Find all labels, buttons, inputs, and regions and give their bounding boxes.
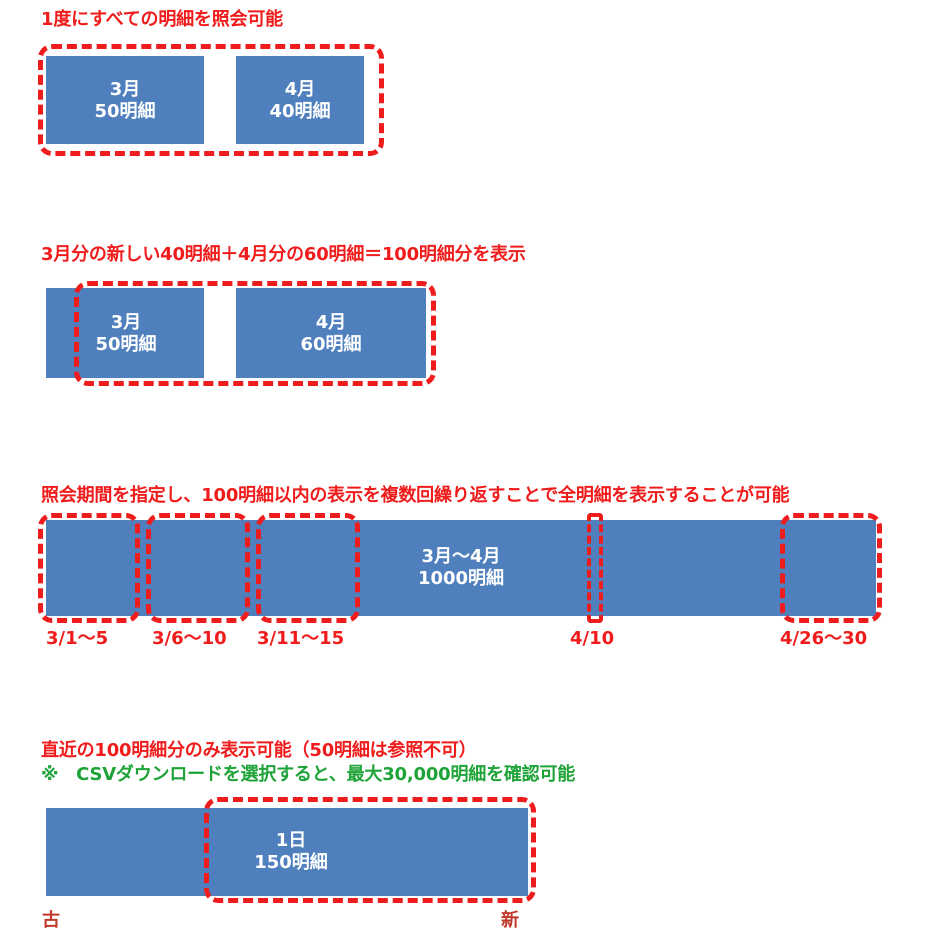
section4-heading: 直近の100明細分のみ表示可能（50明細は参照不可） xyxy=(41,740,477,761)
section2-box-march: 3月 50明細 xyxy=(46,288,204,378)
section3-bar-period: 3月～4月 xyxy=(421,546,501,567)
range-label-1: 3/1～5 xyxy=(46,628,109,649)
section3-bar-count: 1000明細 xyxy=(417,568,505,589)
section2-box-april-month: 4月 xyxy=(315,312,347,333)
range-outline-3 xyxy=(256,513,360,623)
section2-heading: 3月分の新しい40明細＋4月分の60明細＝100明細分を表示 xyxy=(41,244,526,265)
section4-bar-count: 150明細 xyxy=(254,852,328,873)
section1-box-march-month: 3月 xyxy=(109,79,141,100)
range-outline-4 xyxy=(587,513,603,623)
section1-box-april: 4月 40明細 xyxy=(236,56,364,144)
range-label-2: 3/6～10 xyxy=(152,628,227,649)
range-outline-2 xyxy=(146,513,250,623)
section4-dashed-outline xyxy=(204,797,536,903)
section3-bar: 3月～4月 1000明細 xyxy=(46,520,876,616)
section1-box-april-month: 4月 xyxy=(284,79,316,100)
newest-label: 新 xyxy=(501,910,519,931)
section1-dashed-outline xyxy=(38,44,384,156)
range-label-4: 4/10 xyxy=(570,628,615,649)
range-outline-1 xyxy=(38,513,140,623)
range-label-5: 4/26～30 xyxy=(780,628,868,649)
section1-box-march: 3月 50明細 xyxy=(46,56,204,144)
section2-box-april: 4月 60明細 xyxy=(236,288,426,378)
section2-box-march-month: 3月 xyxy=(110,312,142,333)
section2-box-april-count: 60明細 xyxy=(300,334,362,355)
oldest-label: 古 xyxy=(42,910,60,931)
section4-note: ※ CSVダウンロードを選択すると、最大30,000明細を確認可能 xyxy=(41,764,576,785)
section2-dashed-outline xyxy=(74,281,436,386)
section4-bar-period: 1日 xyxy=(275,830,307,851)
section1-heading: 1度にすべての明細を照会可能 xyxy=(41,9,283,30)
section3-heading: 照会期間を指定し、100明細以内の表示を複数回繰り返すことで全明細を表示すること… xyxy=(41,485,790,506)
section2-box-march-count: 50明細 xyxy=(95,334,157,355)
section4-bar: 1日 150明細 xyxy=(46,808,528,896)
section1-box-april-count: 40明細 xyxy=(269,101,331,122)
range-outline-5 xyxy=(780,513,882,623)
section1-box-march-count: 50明細 xyxy=(94,101,156,122)
range-label-3: 3/11～15 xyxy=(257,628,345,649)
